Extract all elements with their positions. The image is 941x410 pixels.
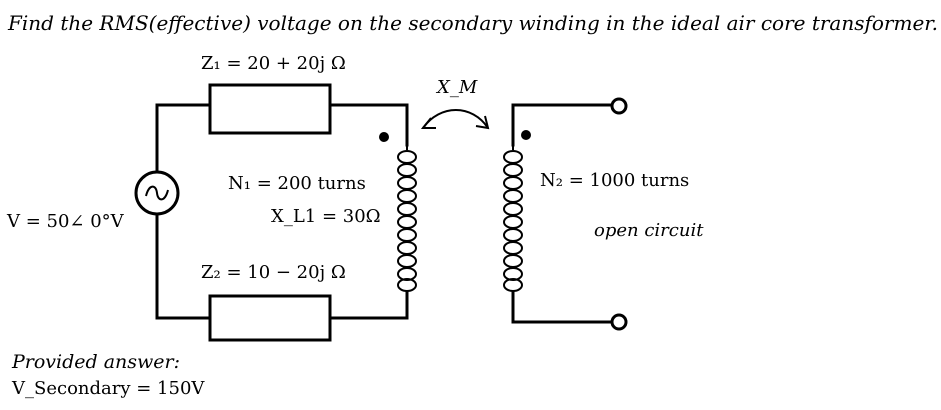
xl1-label: X_L1 = 30Ω bbox=[271, 206, 381, 227]
primary-coil bbox=[397, 145, 417, 292]
wire-secondary-top bbox=[511, 103, 614, 147]
answer-heading: Provided answer: bbox=[11, 351, 180, 373]
wire-secondary-bottom bbox=[511, 290, 614, 324]
n1-label: N₁ = 200 turns bbox=[228, 173, 366, 194]
terminal-bottom bbox=[610, 313, 628, 331]
open-circuit-label: open circuit bbox=[594, 220, 704, 241]
wire-bottom-right bbox=[328, 290, 409, 320]
problem-statement: Find the RMS(effective) voltage on the s… bbox=[7, 11, 938, 35]
wire-bottom-left bbox=[155, 213, 212, 320]
primary-polarity-dot bbox=[379, 132, 389, 142]
secondary-polarity-dot bbox=[521, 130, 531, 140]
z2-impedance bbox=[208, 294, 332, 342]
terminal-top bbox=[610, 97, 628, 115]
arrowhead-left bbox=[420, 117, 436, 129]
xm-label: X_M bbox=[435, 77, 478, 98]
z1-impedance bbox=[208, 83, 332, 135]
z2-label: Z₂ = 10 − 20j Ω bbox=[201, 262, 346, 283]
sine-icon bbox=[145, 185, 169, 201]
wire-top-left bbox=[155, 103, 212, 174]
answer-value: V_Secondary = 150V bbox=[11, 378, 205, 399]
z1-label: Z₁ = 20 + 20j Ω bbox=[201, 53, 346, 74]
n2-label: N₂ = 1000 turns bbox=[540, 170, 689, 191]
mutual-coupling-arrow bbox=[422, 109, 489, 129]
secondary-coil bbox=[503, 145, 523, 292]
arrowhead-right bbox=[475, 115, 490, 130]
source-label: V = 50∠ 0°V bbox=[6, 211, 125, 232]
